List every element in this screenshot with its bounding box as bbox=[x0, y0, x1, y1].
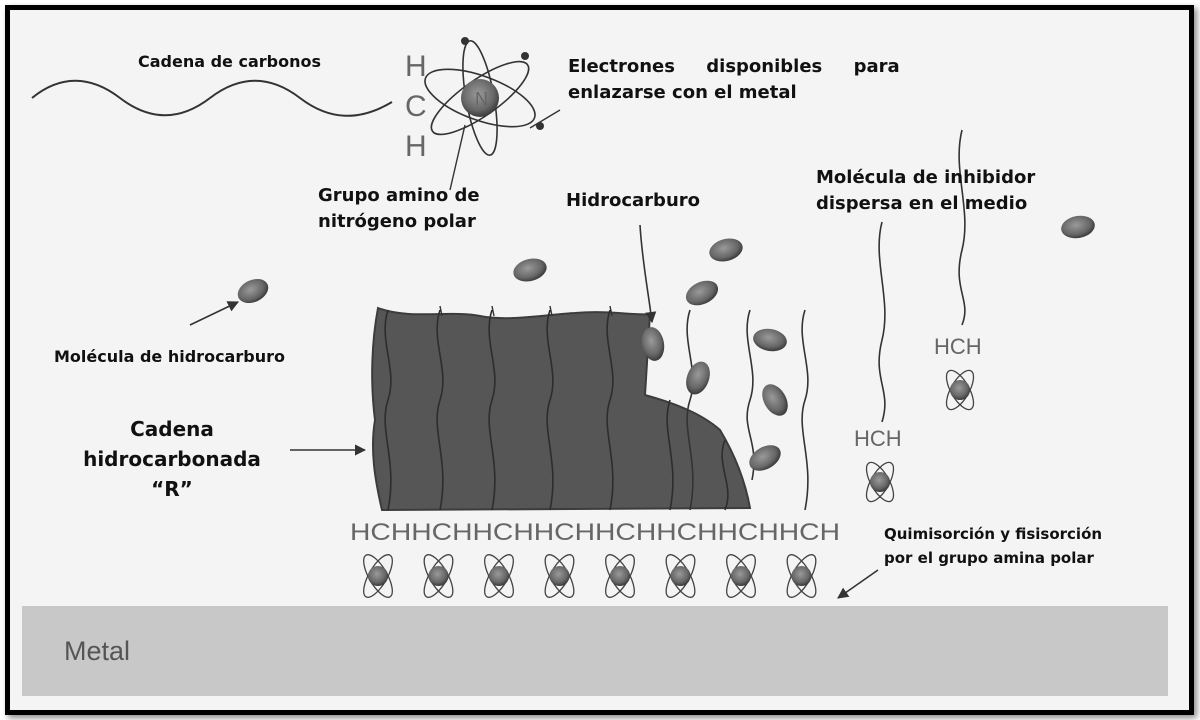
surface-nitrogen-atom bbox=[786, 554, 817, 598]
label-amino-group: Grupo amino de bbox=[318, 185, 480, 206]
surface-nitrogen-atom bbox=[605, 554, 635, 598]
hydrocarbon-molecule-arrow bbox=[189, 301, 240, 326]
label-electrons: Electrones disponibles para bbox=[568, 56, 900, 77]
surface-nitrogen-atom bbox=[484, 554, 514, 598]
film-ticks bbox=[439, 305, 613, 317]
inhibitor-diagram: N H C H bbox=[31, 37, 1095, 599]
surface-nitrogen-atom bbox=[363, 554, 393, 598]
nitrogen-atom-large bbox=[424, 37, 544, 156]
adsorption-arrow bbox=[837, 569, 879, 599]
metal-surface bbox=[22, 606, 1168, 696]
surface-nitrogen-atom bbox=[544, 554, 575, 598]
label-electrons-line2: enlazarse con el metal bbox=[568, 82, 797, 103]
label-adsorption-line2: por el grupo amina polar bbox=[884, 549, 1094, 567]
surface-nitrogen-atom bbox=[423, 554, 454, 598]
surface-nitrogen-atom bbox=[665, 554, 696, 598]
label-inhibitor-molecule-line2: dispersa en el medio bbox=[816, 193, 1028, 214]
formula-h-bottom: H bbox=[405, 130, 427, 163]
hydrocarbon-molecules bbox=[237, 215, 1095, 471]
surface-hch-row: HCHHCHHCHHCHHCHHCHHCHHCH bbox=[350, 519, 840, 546]
amino-pointer bbox=[449, 124, 466, 191]
label-chain-r-1: Cadena bbox=[130, 417, 214, 441]
label-hydrocarbon: Hidrocarburo bbox=[566, 190, 700, 211]
formula-h-top: H bbox=[405, 50, 427, 83]
label-chain-r-3: “R” bbox=[151, 477, 193, 501]
free-chains bbox=[686, 129, 966, 511]
metal-label: Metal bbox=[64, 636, 131, 666]
free-inhibitor-atom-1 bbox=[945, 369, 975, 411]
free-inhibitor-hch-1: HCH bbox=[934, 334, 982, 359]
free-inhibitor-atom-2 bbox=[865, 461, 895, 503]
label-carbon-chain: Cadena de carbonos bbox=[138, 52, 321, 71]
nitrogen-symbol: N bbox=[475, 89, 488, 109]
label-hydrocarbon-molecule: Molécula de hidrocarburo bbox=[54, 347, 285, 366]
hydrocarbon-arrow bbox=[639, 224, 657, 324]
label-adsorption: Quimisorción y fisisorción bbox=[884, 525, 1103, 543]
label-amino-group-line2: nitrógeno polar bbox=[318, 211, 476, 232]
diagram-frame: Metal N H C H bbox=[5, 5, 1194, 715]
label-inhibitor-molecule: Molécula de inhibidor bbox=[816, 167, 1036, 188]
formula-c: C bbox=[405, 90, 427, 123]
surface-nitrogen-atom bbox=[726, 554, 756, 598]
electrons-pointer bbox=[529, 109, 561, 129]
free-inhibitor-hch-2: HCH bbox=[854, 426, 902, 451]
surface-nitrogen-atoms bbox=[363, 554, 817, 598]
chains-in-film bbox=[384, 309, 729, 511]
label-chain-r-2: hidrocarbonada bbox=[83, 447, 261, 471]
carbon-chain-wave bbox=[31, 79, 393, 117]
